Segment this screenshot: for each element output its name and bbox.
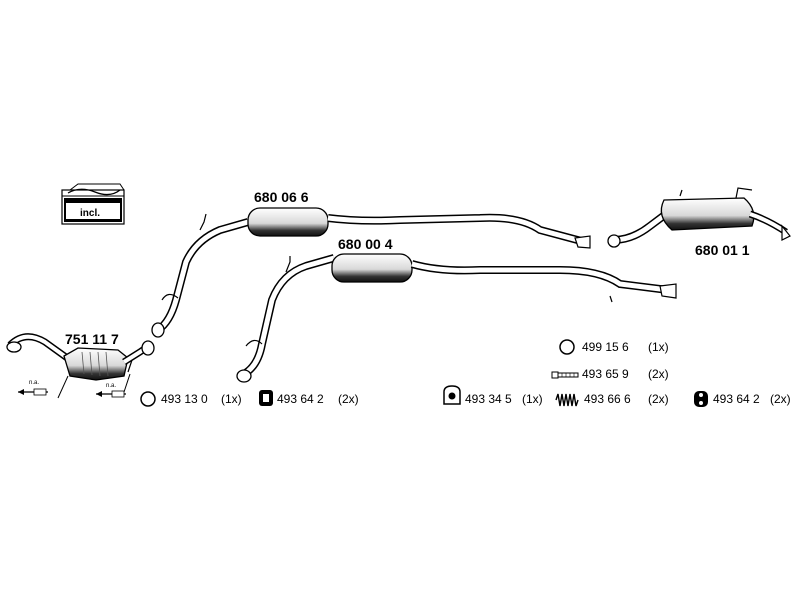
accessory-number: 493 66 6 — [584, 392, 631, 406]
mid-pipe-muffler-part — [236, 253, 677, 383]
ring-gasket-icon — [559, 339, 575, 355]
rubber-hanger-icon — [694, 391, 708, 407]
accessory-number: 493 13 0 — [161, 392, 208, 406]
not-available-right-arrow — [96, 373, 131, 398]
rubber-hanger-icon — [259, 390, 273, 406]
accessory-qty: (2x) — [338, 392, 359, 406]
not-available-note: n.a. — [29, 380, 40, 386]
accessory-number: 493 34 5 — [465, 392, 512, 406]
part-number-label: 680 01 1 — [695, 242, 750, 258]
accessory-number: 493 64 2 — [277, 392, 324, 406]
catalytic-converter-part — [6, 333, 155, 381]
accessory-qty: (2x) — [648, 367, 669, 381]
not-available-left-arrow — [18, 375, 69, 399]
bolt-icon — [551, 371, 579, 379]
accessory-qty: (1x) — [522, 392, 543, 406]
rear-muffler-part — [607, 187, 791, 248]
included-note: incl. — [80, 208, 101, 219]
accessory-qty: (2x) — [770, 392, 791, 406]
part-number-label: 680 00 4 — [338, 236, 393, 252]
accessory-number: 499 15 6 — [582, 340, 629, 354]
accessory-qty: (1x) — [221, 392, 242, 406]
part-number-label: 751 11 7 — [65, 331, 119, 347]
ring-gasket-icon — [140, 391, 156, 407]
part-number-label: 680 06 6 — [254, 189, 309, 205]
included-kit-icon — [61, 183, 125, 225]
spring-icon — [555, 393, 579, 407]
front-pipe-muffler-part — [151, 207, 591, 338]
accessory-qty: (1x) — [648, 340, 669, 354]
accessory-qty: (2x) — [648, 392, 669, 406]
accessory-number: 493 64 2 — [713, 392, 760, 406]
clamp-icon — [443, 385, 461, 405]
accessory-number: 493 65 9 — [582, 367, 629, 381]
not-available-note: n.a. — [106, 383, 117, 389]
